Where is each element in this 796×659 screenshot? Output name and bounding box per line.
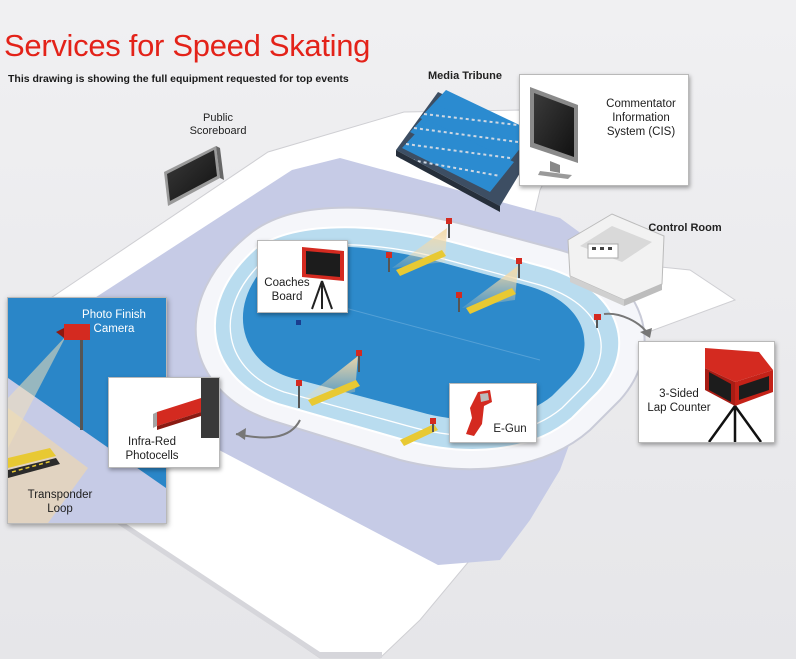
photocells-label-line2: Photocells xyxy=(125,450,179,462)
cis-callout: Commentator Information System (CIS) xyxy=(519,74,689,186)
photocell-icon xyxy=(153,378,219,438)
lap-counter-label-line1: 3-Sided xyxy=(659,388,699,400)
coaches-board-callout: Coaches Board xyxy=(257,240,348,313)
control-room-icon xyxy=(567,213,665,306)
cis-label: Commentator Information System (CIS) xyxy=(596,97,686,139)
public-scoreboard-label: Public Scoreboard xyxy=(178,112,258,138)
monitor-icon xyxy=(530,87,578,179)
coaches-board-label: Coaches Board xyxy=(260,276,314,304)
transponder-loop-label: Transponder Loop xyxy=(10,488,110,516)
public-scoreboard-icon xyxy=(164,146,224,206)
control-room-label: Control Room xyxy=(648,222,722,234)
cis-label-line3: System (CIS) xyxy=(606,126,676,138)
e-gun-icon xyxy=(466,390,492,436)
transponder-loop-label-line2: Loop xyxy=(47,503,73,515)
cis-label-line2: Information xyxy=(612,112,670,124)
camera-icon xyxy=(56,324,90,430)
media-tribune-icon xyxy=(396,90,540,212)
transponder-loop-icon xyxy=(8,448,60,478)
lap-counter-label-line2: Lap Counter xyxy=(647,402,711,414)
media-tribune-label: Media Tribune xyxy=(428,70,502,82)
public-scoreboard-label-line1: Public xyxy=(203,112,233,124)
lap-counter-label: 3-Sided Lap Counter xyxy=(641,387,717,415)
page-title: Services for Speed Skating xyxy=(4,28,371,63)
e-gun-label: E-Gun xyxy=(493,423,527,435)
track-transponder-strips xyxy=(308,250,516,446)
photocells-callout: Infra-Red Photocells xyxy=(108,377,220,468)
public-scoreboard-label-line2: Scoreboard xyxy=(189,125,247,137)
e-gun-callout: E-Gun xyxy=(449,383,537,443)
coaches-board-icon xyxy=(302,247,344,310)
coaches-board-label-line1: Coaches xyxy=(264,277,310,289)
photo-finish-camera-label-line2: Camera xyxy=(93,323,135,335)
lap-counter-icon xyxy=(705,348,773,442)
photo-finish-illustration xyxy=(8,324,166,523)
photo-finish-camera-label: Photo Finish Camera xyxy=(68,308,160,336)
photocells-label: Infra-Red Photocells xyxy=(115,435,189,463)
photo-finish-camera-label-line1: Photo Finish xyxy=(82,309,146,321)
lap-counter-callout: 3-Sided Lap Counter xyxy=(638,341,775,443)
cis-label-line1: Commentator xyxy=(606,98,676,110)
coaches-board-label-line2: Board xyxy=(271,291,303,303)
transponder-loop-label-line1: Transponder xyxy=(27,489,93,501)
page-subtitle: This drawing is showing the full equipme… xyxy=(8,73,349,85)
photocells-label-line1: Infra-Red xyxy=(128,436,176,448)
